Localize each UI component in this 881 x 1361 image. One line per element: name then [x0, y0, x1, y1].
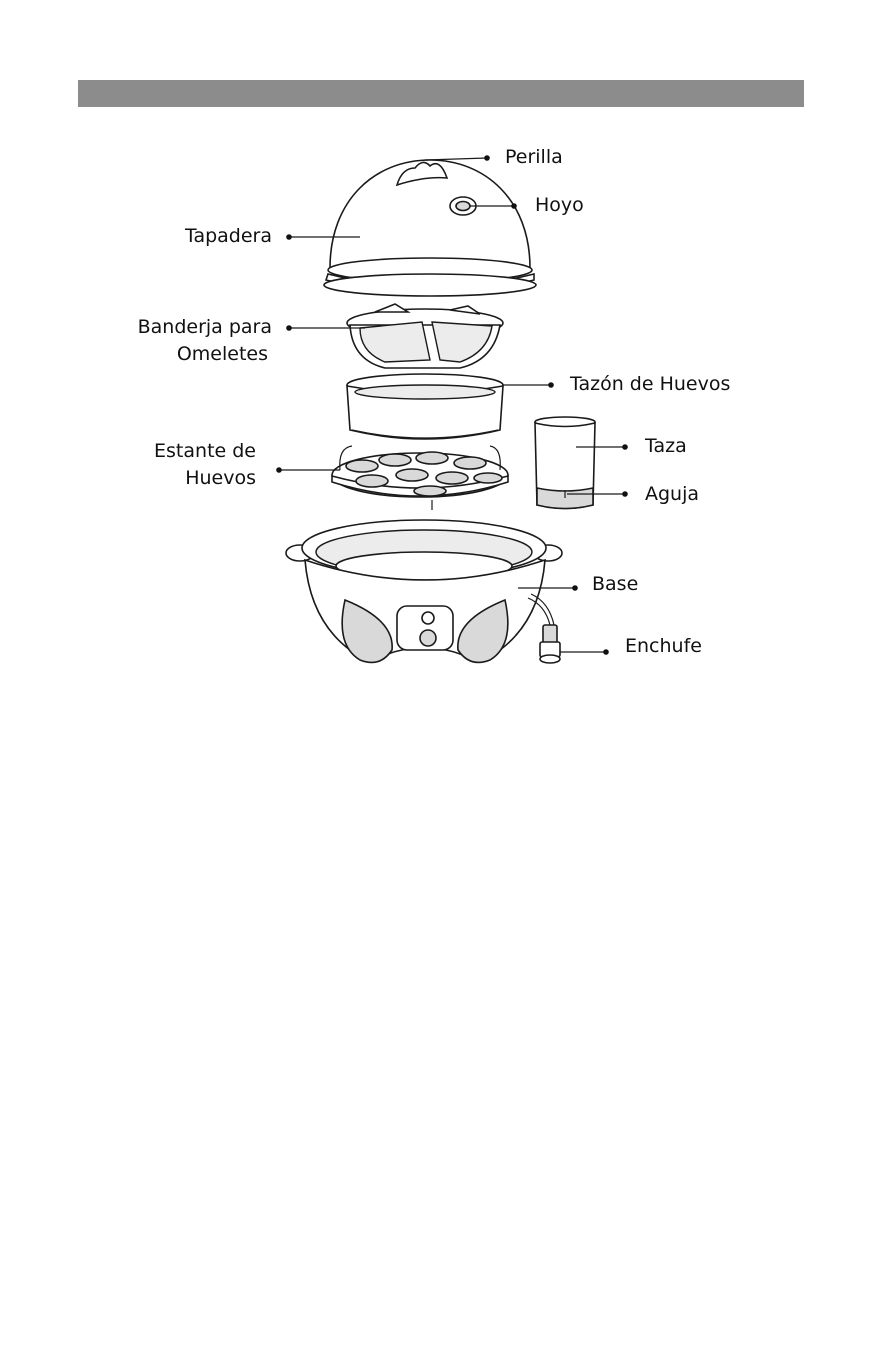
- label-aguja: Aguja: [645, 483, 699, 505]
- label-tazon: Tazón de Huevos: [569, 373, 730, 395]
- leader-enchufe: [560, 649, 609, 655]
- label-bandeja-line1: Banderja para: [138, 316, 272, 338]
- label-hoyo: Hoyo: [535, 194, 584, 216]
- leader-tazon: [503, 382, 554, 388]
- label-enchufe: Enchufe: [625, 635, 702, 657]
- label-estante-line2: Huevos: [185, 467, 256, 489]
- label-taza: Taza: [644, 435, 687, 457]
- label-bandeja-line2: Omeletes: [177, 343, 268, 365]
- label-tapadera: Tapadera: [184, 225, 272, 247]
- base: [286, 520, 562, 662]
- label-estante-line1: Estante de: [154, 440, 256, 462]
- leader-estante: [276, 467, 340, 473]
- label-base: Base: [592, 573, 638, 595]
- egg-bowl: [347, 374, 503, 439]
- measuring-cup: [535, 417, 595, 509]
- lid: [324, 160, 536, 296]
- omelette-tray: [347, 304, 503, 368]
- leader-perilla: [425, 155, 490, 161]
- egg-rack: [332, 446, 508, 510]
- label-perilla: Perilla: [505, 146, 563, 168]
